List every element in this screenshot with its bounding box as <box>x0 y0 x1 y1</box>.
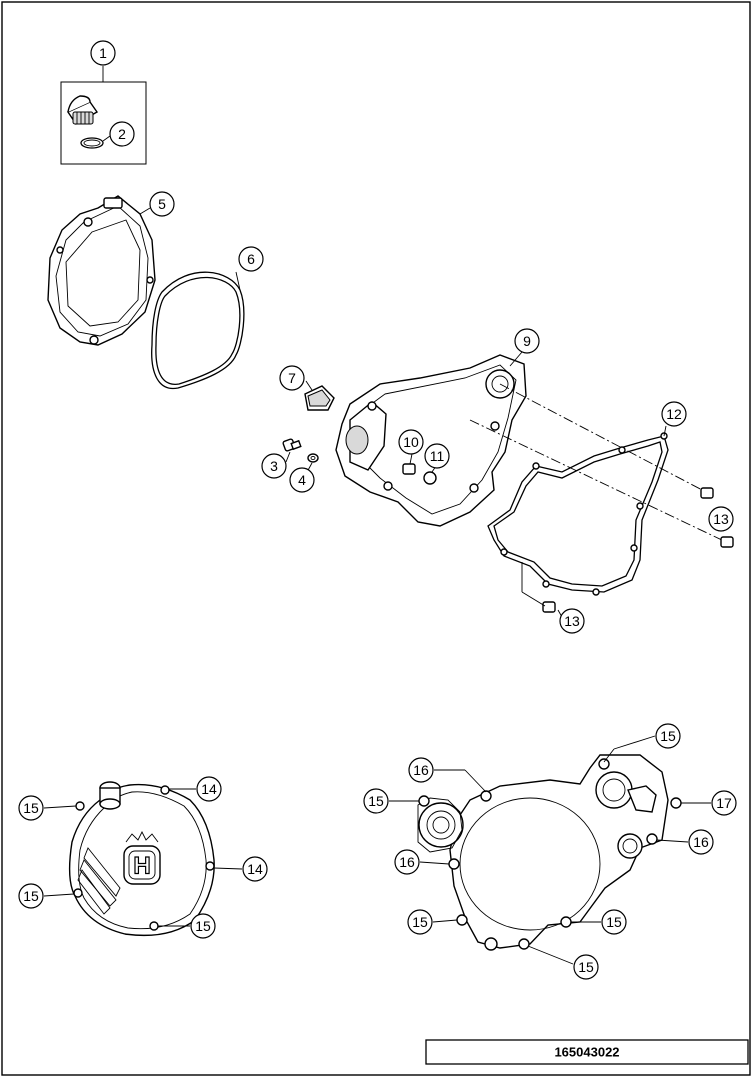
svg-text:13: 13 <box>713 511 729 527</box>
svg-text:11: 11 <box>430 448 445 464</box>
callout-16-top: 16 <box>408 757 434 783</box>
detail-box <box>60 81 147 165</box>
callout-14-right: 14 <box>242 856 268 882</box>
svg-text:2: 2 <box>118 126 126 142</box>
svg-text:14: 14 <box>247 861 263 877</box>
svg-text:15: 15 <box>660 728 676 744</box>
callout-15-bottom: 15 <box>190 913 216 939</box>
svg-text:16: 16 <box>413 762 429 778</box>
callout-13-bottom: 13 <box>559 608 585 634</box>
svg-text:15: 15 <box>23 800 39 816</box>
diagram-code: 165043022 <box>554 1045 619 1060</box>
callout-2: 2 <box>109 121 135 147</box>
cover-gasket-6 <box>151 271 245 390</box>
inner-cover-view <box>389 735 711 965</box>
callout-13-right: 13 <box>708 506 734 532</box>
callout-17: 17 <box>711 790 737 816</box>
callout-5: 5 <box>149 191 175 217</box>
svg-text:15: 15 <box>412 914 428 930</box>
inner-clutch-cover-9 <box>335 351 527 527</box>
svg-text:15: 15 <box>606 914 622 930</box>
callout-9: 9 <box>514 328 540 354</box>
callout-15-top-right: 15 <box>655 723 681 749</box>
oil-filler-plug-group <box>60 66 147 165</box>
callout-15-mid-left: 15 <box>363 788 389 814</box>
dowel-pins-13 <box>521 487 734 618</box>
svg-text:3: 3 <box>270 458 278 474</box>
svg-text:16: 16 <box>399 854 415 870</box>
svg-text:4: 4 <box>298 472 306 488</box>
callout-15-bottom-right: 15 <box>573 954 599 980</box>
callout-11: 11 <box>424 443 450 469</box>
svg-text:1: 1 <box>99 45 107 61</box>
svg-text:14: 14 <box>201 781 217 797</box>
screw-3-washer-4 <box>282 438 319 473</box>
clutch-cover-5 <box>47 195 156 346</box>
svg-text:9: 9 <box>523 333 531 349</box>
svg-text:16: 16 <box>693 834 709 850</box>
callout-15-left-top: 15 <box>18 795 44 821</box>
svg-text:15: 15 <box>195 918 211 934</box>
callout-7: 7 <box>279 365 305 391</box>
callout-3: 3 <box>261 453 287 479</box>
svg-text:13: 13 <box>564 613 580 629</box>
callout-16-right: 16 <box>688 829 714 855</box>
svg-text:15: 15 <box>368 793 384 809</box>
logo-shield <box>123 845 161 885</box>
svg-text:15: 15 <box>578 959 594 975</box>
svg-text:6: 6 <box>247 251 255 267</box>
diagram-code-box: 165043022 <box>425 1039 749 1065</box>
svg-text:12: 12 <box>666 406 682 422</box>
svg-text:15: 15 <box>23 888 39 904</box>
callout-16-left: 16 <box>394 849 420 875</box>
callout-4: 4 <box>289 467 315 493</box>
svg-text:17: 17 <box>716 795 732 811</box>
callout-15-left-bottom: 15 <box>18 883 44 909</box>
callout-15-low-left: 15 <box>407 909 433 935</box>
outer-cover-view: H <box>43 781 243 937</box>
svg-text:7: 7 <box>288 370 296 386</box>
o-ring-2 <box>80 137 104 149</box>
callout-10: 10 <box>398 429 424 455</box>
svg-text:5: 5 <box>158 196 166 212</box>
callout-12: 12 <box>661 401 687 427</box>
logo-letter: H <box>133 853 150 880</box>
callout-14-top: 14 <box>196 776 222 802</box>
callout-1: 1 <box>90 40 116 66</box>
callout-15-low-right: 15 <box>601 909 627 935</box>
gasket-12 <box>487 425 669 596</box>
cap-7 <box>304 380 335 411</box>
svg-text:10: 10 <box>403 434 419 450</box>
callout-6: 6 <box>238 246 264 272</box>
oil-filler-plug <box>66 95 99 125</box>
